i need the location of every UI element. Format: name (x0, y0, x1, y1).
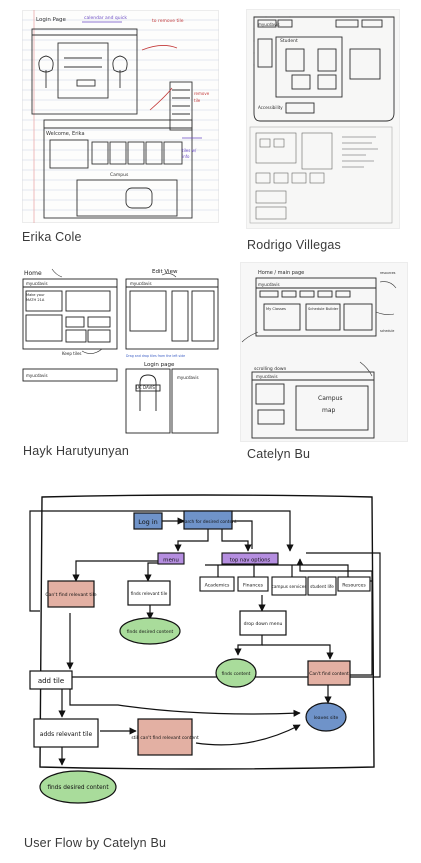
node-finds-content-text: finds content (222, 671, 251, 677)
svg-text:tiles w/: tiles w/ (182, 148, 197, 153)
outer-frame-line (39, 494, 375, 770)
node-top-nav-text: top nav options (230, 558, 271, 564)
svg-text:Campus: Campus (318, 395, 342, 402)
node-adds-relevant-tile (33, 718, 99, 748)
svg-text:myucdavis: myucdavis (256, 374, 278, 379)
sketch-erika-cole: Login Page calendar and quick to remove … (22, 10, 219, 223)
caption-catelyn-bu: Catelyn Bu (247, 447, 311, 461)
node-finds-desired-content-text: finds desired content (127, 629, 174, 635)
svg-text:Drag and drop tiles from the l: Drag and drop tiles from the left side (126, 354, 185, 358)
user-flow-svg: Log in Search for desired content menu t… (29, 494, 381, 804)
svg-text:Keep tiles: Keep tiles (62, 351, 82, 356)
user-flow-diagram: Log in Search for desired content menu t… (0, 481, 421, 829)
node-still-cant-find-text: still can't find relevant content (131, 735, 199, 741)
caption-rodrigo-villegas: Rodrigo Villegas (247, 238, 341, 252)
node-finds-desired-content-bottom-text: finds desired content (47, 785, 109, 791)
svg-text:map: map (322, 407, 336, 414)
svg-text:Make your: Make your (26, 293, 45, 297)
node-add-tile (29, 670, 73, 690)
svg-text:Edit View: Edit View (152, 269, 178, 275)
node-search (183, 510, 233, 530)
svg-text:myucdavis: myucdavis (130, 281, 152, 286)
caption-user-flow: User Flow by Catelyn Bu (24, 836, 167, 850)
svg-text:myucdavis: myucdavis (26, 373, 48, 378)
node-menu (157, 552, 185, 565)
node-cant-find-content (307, 660, 351, 686)
svg-text:Login Page: Login Page (36, 17, 67, 23)
caption-hayk-harutyunyan: Hayk Harutyunyan (23, 444, 130, 458)
sketch-hayk-harutyunyan: Home myucdavis Make your MATH 21A myucda… (22, 265, 219, 435)
node-drop-down-menu-text: drop down menu (244, 621, 283, 627)
svg-text:scrolling down: scrolling down (254, 366, 287, 372)
node-cant-find-tile (47, 580, 95, 608)
node-student-life (307, 576, 337, 596)
catelyn-wireframe-drawing: Home / main page myucdavis My Classes Sc… (241, 270, 397, 439)
node-finances-text: Finances (243, 583, 264, 589)
node-resources (337, 576, 371, 592)
svg-text:info: info (182, 154, 190, 159)
node-still-cant-find (137, 718, 193, 756)
node-finds-desired-content-bottom (39, 770, 117, 804)
node-leaves-site-text: leaves site (314, 715, 339, 721)
node-finds-content (215, 658, 257, 688)
sketch-catelyn-bu: Home / main page myucdavis My Classes Sc… (240, 262, 408, 442)
node-leaves-site (305, 702, 347, 732)
svg-text:myucdavis: myucdavis (26, 281, 48, 286)
node-adds-relevant-tile-text: adds relevant tile (40, 731, 93, 738)
erika-wireframe-drawing: Login Page calendar and quick to remove … (22, 10, 219, 223)
svg-text:resources: resources (380, 271, 396, 275)
node-resources-text: Resources (342, 583, 366, 589)
node-finances (237, 576, 269, 592)
node-cant-find-content-text: Can't find content (309, 671, 349, 677)
svg-text:UC DAVIS: UC DAVIS (136, 385, 155, 390)
svg-text:Home / main page: Home / main page (258, 270, 304, 276)
node-academics-text: Academics (205, 583, 230, 589)
node-finds-desired-content (119, 617, 181, 645)
node-cant-find-tile-text: Can't find relevant tile (45, 592, 96, 598)
node-academics (199, 576, 235, 592)
svg-text:to remove tile: to remove tile (152, 18, 184, 24)
svg-text:Campus: Campus (110, 172, 129, 178)
svg-text:MATH 21A: MATH 21A (26, 298, 45, 302)
svg-text:Welcome, Erika: Welcome, Erika (46, 131, 85, 137)
rodrigo-wireframe-drawing: myucdavis Student Accessibility (249, 16, 395, 224)
node-finds-relevant-tile-text: finds relevant tile (131, 591, 168, 596)
svg-text:remove: remove (194, 91, 210, 96)
node-login-text: Log in (138, 518, 158, 526)
node-student-life-text: student life (310, 584, 334, 589)
svg-text:Accessibility: Accessibility (258, 105, 283, 110)
svg-text:myucdavis: myucdavis (177, 375, 199, 380)
svg-text:Student: Student (280, 38, 298, 44)
svg-text:calendar and quick: calendar and quick (84, 15, 127, 21)
svg-text:My Classes: My Classes (266, 307, 286, 311)
svg-text:schedule: schedule (380, 329, 394, 333)
svg-text:myucdavis: myucdavis (258, 282, 280, 287)
hayk-wireframe-drawing: Home myucdavis Make your MATH 21A myucda… (22, 268, 219, 434)
node-drop-down-menu (239, 610, 287, 636)
sketch-rodrigo-villegas: myucdavis Student Accessibility (246, 9, 400, 229)
svg-text:Login page: Login page (144, 362, 175, 368)
svg-text:Home: Home (24, 270, 42, 277)
node-finds-relevant-tile (127, 580, 171, 606)
node-login (133, 512, 163, 530)
node-menu-text: menu (163, 558, 179, 564)
node-campus-services (271, 576, 307, 596)
svg-text:myucdavis: myucdavis (258, 22, 280, 27)
caption-erika-cole: Erika Cole (22, 230, 82, 244)
svg-text:tile: tile (194, 98, 201, 103)
node-search-text: Search for desired content (179, 519, 236, 525)
node-top-nav (221, 552, 279, 565)
svg-text:Schedule Builder: Schedule Builder (308, 307, 339, 311)
node-add-tile-text: add tile (38, 677, 64, 685)
node-campus-services-text: campus services (272, 584, 307, 589)
